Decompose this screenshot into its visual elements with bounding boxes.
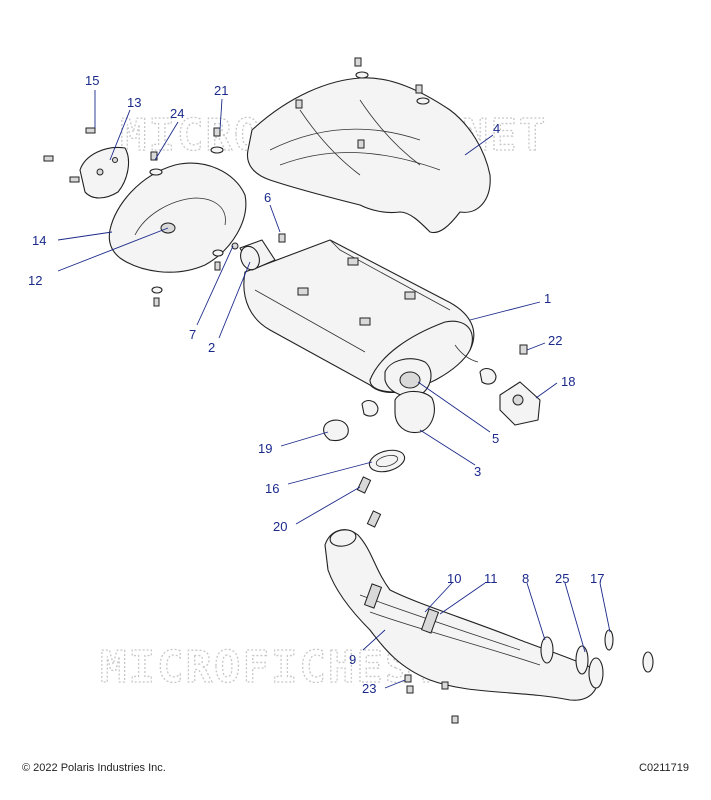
callout-16: 16 [265, 481, 279, 496]
springs[interactable] [356, 476, 382, 528]
callout-19: 19 [258, 441, 272, 456]
callout-labels: 15 13 24 21 4 6 14 12 7 2 1 22 18 5 3 19… [28, 73, 604, 696]
leader-lines [57, 90, 611, 689]
grommets[interactable] [323, 367, 497, 442]
gasket-ring[interactable] [367, 447, 407, 476]
callout-4: 4 [493, 121, 500, 136]
callout-11: 11 [484, 571, 498, 586]
end-cap-shield[interactable] [108, 162, 247, 273]
callout-20: 20 [273, 519, 287, 534]
left-fasteners [43, 127, 286, 307]
callout-3: 3 [474, 464, 481, 479]
inlet-flange[interactable] [384, 358, 432, 398]
callout-17: 17 [590, 571, 604, 586]
copyright-text: © 2022 Polaris Industries Inc. [22, 762, 166, 774]
callout-1: 1 [544, 291, 551, 306]
callout-6: 6 [264, 190, 271, 205]
callout-21: 21 [214, 83, 228, 98]
heat-shield-top[interactable] [246, 77, 491, 234]
drawing-id: C0211719 [639, 762, 689, 774]
nuts [404, 674, 459, 724]
callout-10: 10 [447, 571, 461, 586]
callout-14: 14 [32, 233, 46, 248]
callout-7: 7 [189, 327, 196, 342]
callout-9: 9 [349, 652, 356, 667]
callout-22: 22 [548, 333, 562, 348]
outlet-tube[interactable] [237, 239, 276, 272]
callout-8: 8 [522, 571, 529, 586]
muffler[interactable] [243, 239, 479, 394]
rear-bracket[interactable] [499, 344, 541, 426]
callout-23: 23 [362, 681, 376, 696]
callout-12: 12 [28, 273, 42, 288]
callout-15: 15 [85, 73, 99, 88]
callout-2: 2 [208, 340, 215, 355]
shield-fasteners [295, 57, 430, 149]
callout-18: 18 [561, 374, 575, 389]
mount-bracket[interactable] [79, 146, 130, 199]
callout-25: 25 [555, 571, 569, 586]
sleeve[interactable] [394, 390, 435, 434]
callout-24: 24 [170, 106, 184, 121]
header-pipe[interactable] [324, 528, 599, 701]
callout-13: 13 [127, 95, 141, 110]
callout-5: 5 [492, 431, 499, 446]
outlet-rings[interactable] [540, 629, 654, 689]
